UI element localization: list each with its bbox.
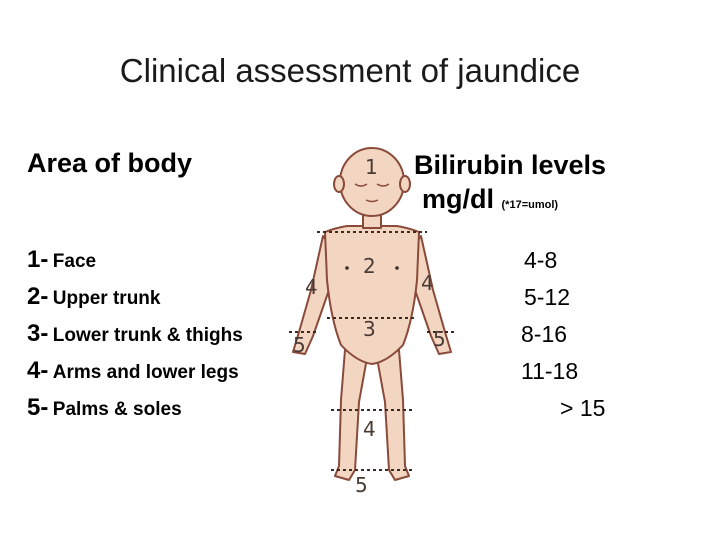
bilirubin-level: 11-18 (521, 357, 578, 385)
body-area-item: 4- Arms and lower legs (27, 357, 243, 394)
area-label: Arms and lower legs (53, 362, 239, 383)
bilirubin-level: 8-16 (521, 320, 567, 348)
body-area-list: 1- Face 2- Upper trunk 3- Lower trunk & … (27, 246, 243, 431)
zone-label-2: 2 (363, 254, 376, 278)
body-area-item: 1- Face (27, 246, 243, 283)
zone-label-3: 3 (363, 317, 376, 341)
slide-title: Clinical assessment of jaundice (0, 52, 700, 90)
area-label: Palms & soles (53, 399, 182, 420)
left-ear-shape (334, 176, 344, 192)
zone-label-5-left-hand: 5 (293, 333, 306, 357)
area-number: 3- (27, 320, 48, 347)
zone-label-5-feet: 5 (355, 473, 368, 497)
area-number: 2- (27, 283, 48, 310)
right-ear-shape (400, 176, 410, 192)
area-number: 1- (27, 246, 48, 273)
zone-label-1: 1 (365, 155, 378, 179)
zone-label-5-right-hand: 5 (433, 327, 446, 351)
torso-shape (325, 226, 419, 364)
infant-body-zone-diagram: 1 2 3 4 4 4 5 5 5 (283, 140, 463, 500)
bilirubin-level: > 15 (560, 394, 605, 422)
bilirubin-level: 4-8 (524, 246, 557, 274)
area-number: 4- (27, 357, 48, 384)
bilirubin-level: 5-12 (524, 283, 570, 311)
area-label: Upper trunk (53, 288, 161, 309)
body-area-item: 2- Upper trunk (27, 283, 243, 320)
conversion-note: (*17=umol) (502, 199, 559, 211)
zone-label-4-left-arm: 4 (305, 275, 318, 299)
body-area-item: 5- Palms & soles (27, 394, 243, 431)
zone-label-4-legs: 4 (363, 417, 376, 441)
area-label: Lower trunk & thighs (53, 325, 243, 346)
area-label: Face (53, 251, 96, 272)
chest-dot-left (345, 266, 349, 270)
chest-dot-right (395, 266, 399, 270)
zone-label-4-right-arm: 4 (421, 271, 434, 295)
area-number: 5- (27, 394, 48, 421)
right-leg-shape (377, 350, 409, 480)
left-leg-shape (335, 350, 367, 480)
body-area-item: 3- Lower trunk & thighs (27, 320, 243, 357)
area-of-body-heading: Area of body (27, 148, 192, 179)
